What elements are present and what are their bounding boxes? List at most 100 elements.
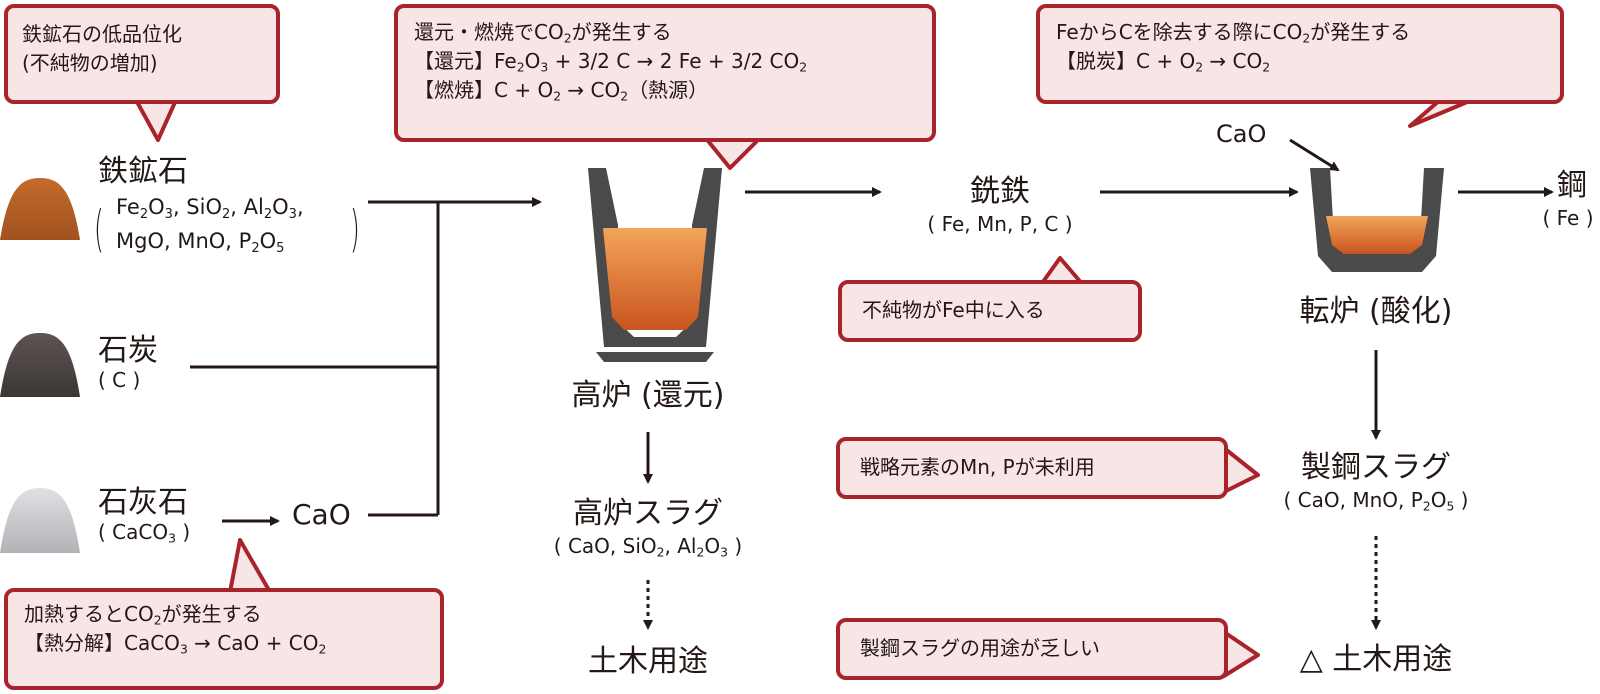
combustion-eq-a-sub: 2: [553, 88, 562, 104]
decarb-line1: FeからCを除去する際にCO2が発生する: [1056, 18, 1544, 47]
blast-furnace-label: 高炉 (還元): [571, 378, 725, 413]
converter-icon: [1310, 168, 1444, 272]
combustion-label: 【燃焼】: [414, 78, 494, 102]
steel-slag-f-a: ( CaO, MnO, P: [1283, 488, 1423, 512]
cao-input-arrow: [1289, 138, 1340, 172]
limestone-formula-a: ( CaCO: [98, 520, 169, 544]
combustion-eq-b-sub: 2: [620, 88, 629, 104]
calcination-equation: 【熱分解】CaCO3 → CaO + CO2: [24, 629, 424, 658]
f5s: 3: [288, 206, 297, 222]
limestone-pile-icon: [0, 488, 80, 553]
calcination-callout: 加熱するとCO2が発生する 【熱分解】CaCO3 → CaO + CO2: [4, 588, 444, 690]
reduction-eq-c: + 3/2 C → 2 Fe + 3/2 CO: [548, 49, 800, 73]
bf-civil-use-label: 土木用途: [588, 644, 708, 679]
f5: O: [272, 195, 289, 219]
coal-formula: ( C ): [98, 368, 141, 392]
bf-slag-f-a: ( CaO, SiO: [553, 534, 657, 558]
iron-ore-formula-line1: Fe2O3, SiO2, Al2O3,: [96, 190, 304, 224]
ore-degradation-line2: (不純物の増加): [22, 51, 158, 75]
iron-ore-paren-right: ): [350, 200, 360, 258]
iron-ore-composition: ( ) Fe2O3, SiO2, Al2O3, MgO, MnO, P2O5: [94, 190, 360, 258]
f1s: 2: [139, 206, 149, 222]
bf-slag-f-c-sub: 3: [720, 544, 729, 560]
steel-formula: ( Fe ): [1542, 206, 1594, 230]
decarb-eq-b-sub: 2: [1262, 59, 1271, 75]
coal-name: 石炭: [98, 333, 158, 368]
steel-label: 鋼: [1557, 168, 1587, 203]
calcination-eq-b-sub: 2: [318, 641, 327, 657]
reduction-eq-a-sub: 2: [516, 59, 525, 75]
g2: O: [259, 229, 277, 253]
reduction-eq-c-sub: 2: [799, 59, 808, 75]
pig-iron-label: 銑鉄: [970, 174, 1030, 209]
bf-slag-f-a-sub: 2: [656, 544, 665, 560]
strategic-elements-callout: 戦略元素のMn, Pが未利用: [836, 437, 1228, 499]
combustion-eq-b: → CO: [561, 78, 621, 102]
decarb-eq-a: C + O: [1136, 49, 1196, 73]
g1: MgO, MnO, P: [116, 229, 252, 253]
limestone-formula-sub: 3: [168, 530, 176, 546]
impurity-text: 不純物がFe中に入る: [862, 298, 1045, 322]
cao-label: CaO: [292, 498, 351, 531]
f4: , Al: [230, 195, 264, 219]
decarb-line1-sub: 2: [1302, 30, 1311, 46]
bf-slag-formula: ( CaO, SiO2, Al2O3 ): [498, 534, 798, 558]
bf-combustion-equation: 【燃焼】C + O2 → CO2（熱源）: [414, 76, 916, 105]
calcination-eq-a-sub: 3: [179, 641, 188, 657]
strategic-elements-text: 戦略元素のMn, Pが未利用: [860, 455, 1095, 479]
calcination-line1-post: が発生する: [161, 602, 262, 626]
steel-civil-use-label: △ 土木用途: [1299, 642, 1453, 677]
bf-reduction-equation: 【還元】Fe2O3 + 3/2 C → 2 Fe + 3/2 CO2: [414, 47, 916, 76]
decarburization-co2-callout: FeからCを除去する際にCO2が発生する 【脱炭】C + O2 → CO2: [1036, 4, 1564, 104]
slag-use-callout: 製鋼スラグの用途が乏しい: [836, 618, 1228, 680]
bf-co2-line1-sub: 2: [563, 30, 572, 46]
converter-cao-input: CaO: [1216, 120, 1267, 148]
impurity-callout: 不純物がFe中に入る: [838, 280, 1142, 342]
bf-co2-line1: 還元・燃焼でCO2が発生する: [414, 18, 916, 47]
f3: , SiO: [172, 195, 222, 219]
steel-slag-f-a-sub: 2: [1422, 498, 1431, 514]
reduction-eq-a: Fe: [494, 49, 517, 73]
f6: ,: [296, 195, 304, 219]
steel-slag-label: 製鋼スラグ: [1301, 450, 1451, 485]
decarb-eq-b: → CO: [1203, 49, 1263, 73]
bf-slag-f-c: O: [704, 534, 721, 558]
limestone-formula-b: ): [175, 520, 191, 544]
steel-slag-f-c: ): [1454, 488, 1469, 512]
slag-use-text: 製鋼スラグの用途が乏しい: [860, 636, 1100, 660]
reduction-eq-b-sub: 3: [540, 59, 549, 75]
iron-ore-pile-icon: [0, 178, 80, 240]
f2s: 3: [164, 206, 173, 222]
limestone-name: 石灰石: [98, 485, 188, 520]
g1s: 2: [251, 240, 260, 256]
decarb-label: 【脱炭】: [1056, 49, 1136, 73]
f1: Fe: [116, 195, 140, 219]
ore-degradation-line1: 鉄鉱石の低品位化: [22, 22, 182, 46]
calcination-line1-sub: 2: [153, 612, 162, 628]
decarb-line1-text: FeからCを除去する際にCO: [1056, 20, 1303, 44]
steel-slag-f-b-sub: 5: [1446, 498, 1455, 514]
bf-slag-f-d: ): [728, 534, 743, 558]
f3s: 2: [222, 206, 231, 222]
calcination-eq-a: CaCO: [124, 631, 180, 655]
bf-slag-f-b-sub: 2: [696, 544, 705, 560]
iron-ore-paren-left: (: [94, 200, 104, 258]
combustion-eq-a: C + O: [494, 78, 554, 102]
calcination-line1: 加熱するとCO2が発生する: [24, 600, 424, 629]
decarb-line1-post: が発生する: [1310, 20, 1411, 44]
ore-degradation-callout: 鉄鉱石の低品位化 (不純物の増加): [4, 4, 280, 104]
calcination-line1-text: 加熱するとCO: [24, 602, 154, 626]
steel-slag-f-b: O: [1430, 488, 1447, 512]
steel-slag-formula: ( CaO, MnO, P2O5 ): [1216, 488, 1536, 512]
g2s: 5: [276, 240, 285, 256]
pig-iron-formula: ( Fe, Mn, P, C ): [927, 212, 1073, 236]
converter-label: 転炉 (酸化): [1299, 294, 1453, 329]
reduction-label: 【還元】: [414, 49, 494, 73]
calcination-eq-b: → CaO + CO: [187, 631, 319, 655]
f2: O: [148, 195, 165, 219]
coal-pile-icon: [0, 333, 80, 397]
blast-furnace-icon: [588, 168, 722, 362]
bf-slag-label: 高炉スラグ: [573, 496, 723, 531]
reduction-eq-b: O: [524, 49, 541, 73]
